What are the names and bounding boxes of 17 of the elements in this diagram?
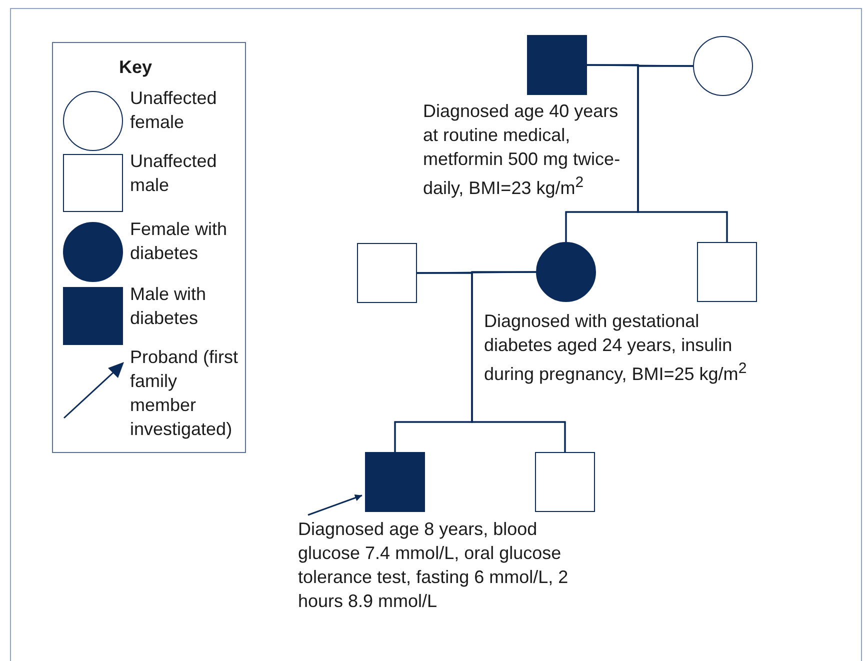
proband-arrow [308,494,362,516]
male-square [357,243,417,303]
male-square [535,452,595,512]
pedigree-line [471,271,566,452]
legend-text: Proband (first family member investigated) [130,346,240,441]
legend-text: Female with diabetes [130,218,228,265]
legend-text: Male with diabetes [130,283,208,330]
note-text: Diagnosed age 8 years, blood glucose 7.4 mmol/L, oral glucose tolerance test, fasting 6 mmol/L, 2 hours 8.9 mmol/L [298,518,570,613]
note-text: Diagnosed with gestational diabetes aged 24 years, insulin during pregnancy, BMI=25 kg/m$^{2}$ [484,310,748,386]
male-square [697,242,757,302]
affected-male-square [527,35,587,95]
affected-male-square [365,452,425,512]
legend-text: Unaffected female [130,87,218,134]
note-text: Diagnosed age 40 years at routine medical, metformin 500 mg twice-daily, BMI=23 kg/m$^{2}$ [423,100,622,200]
legend-title: Key [119,56,152,79]
pedigree-line [637,65,728,242]
legend-text: Unaffected male [130,150,218,197]
